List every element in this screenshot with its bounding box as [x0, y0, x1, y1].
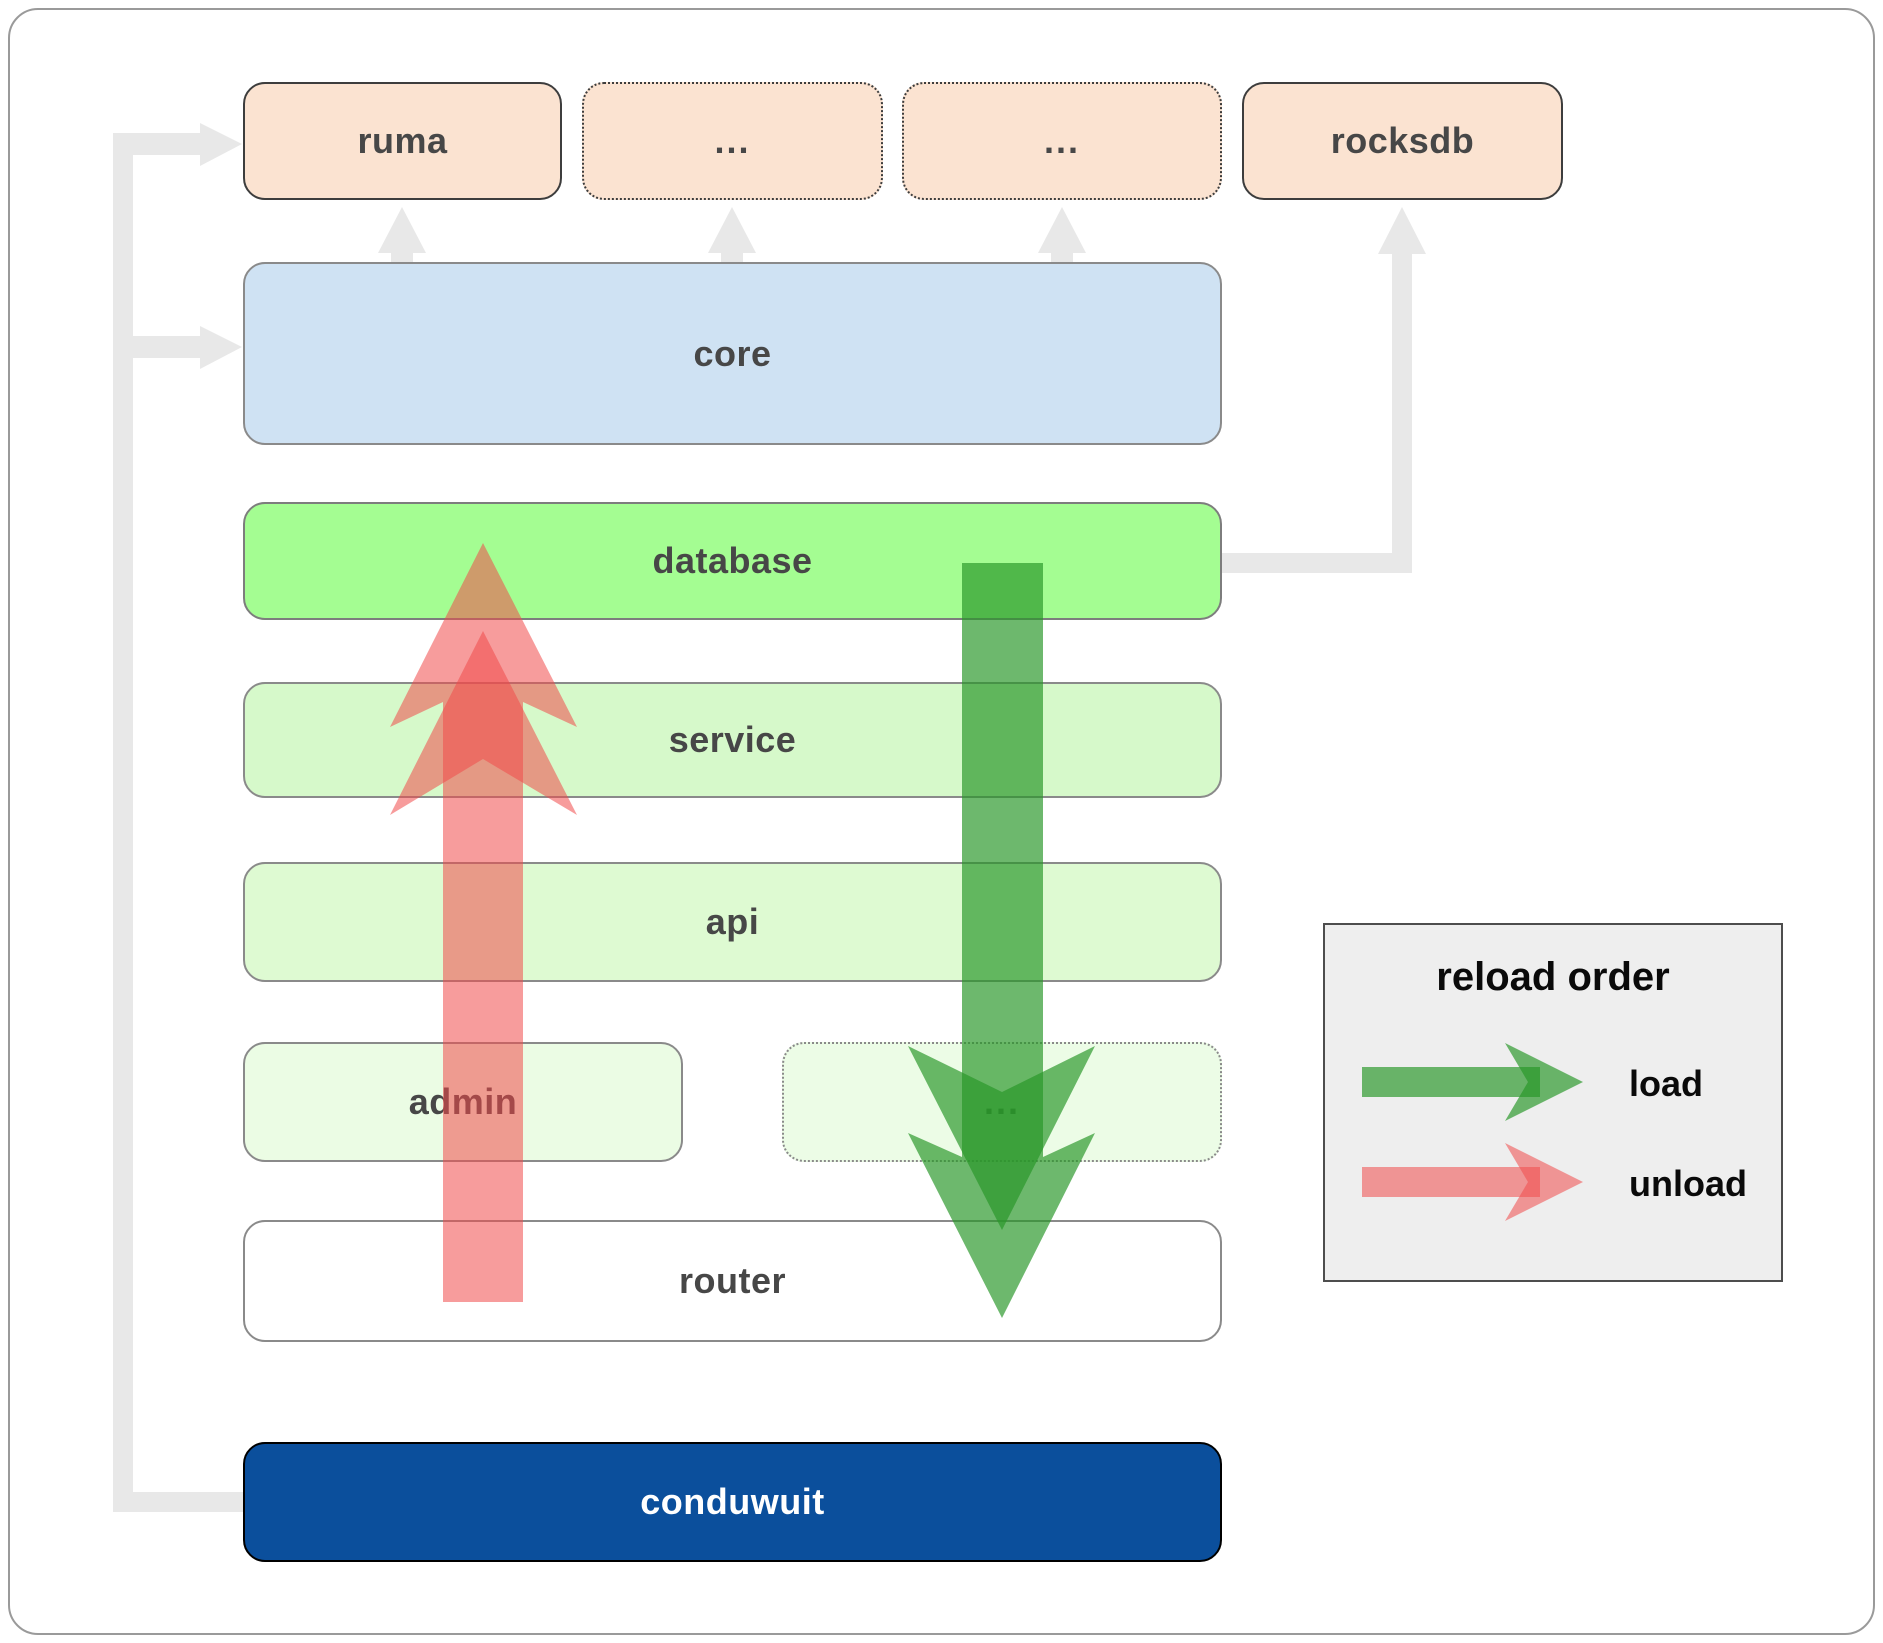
node-conduwuit-label: conduwuit: [640, 1481, 825, 1522]
node-admin-more-label: ...: [983, 1081, 1020, 1122]
node-more-2-label: ...: [1043, 120, 1080, 161]
node-database: database: [243, 502, 1222, 620]
legend-title: reload order: [1436, 955, 1670, 999]
node-service-label: service: [668, 719, 797, 760]
node-router: router: [243, 1220, 1222, 1342]
node-core: core: [243, 262, 1222, 445]
node-router-label: router: [678, 1260, 786, 1301]
node-conduwuit: conduwuit: [243, 1442, 1222, 1562]
node-admin-more: ...: [782, 1042, 1222, 1162]
node-rocksdb: rocksdb: [1242, 82, 1563, 200]
node-service: service: [243, 682, 1222, 798]
legend-load-label: load: [1629, 1063, 1704, 1104]
node-api: api: [243, 862, 1222, 982]
node-database-label: database: [652, 540, 813, 581]
node-admin-label: admin: [408, 1081, 518, 1122]
node-dependency-more-1: ...: [582, 82, 883, 200]
node-ruma: ruma: [243, 82, 562, 200]
node-rocksdb-label: rocksdb: [1330, 120, 1475, 161]
node-admin: admin: [243, 1042, 683, 1162]
node-core-label: core: [693, 332, 772, 374]
node-api-label: api: [705, 901, 760, 942]
legend-reload-order: reload order load unload: [1323, 923, 1783, 1282]
node-dependency-more-2: ...: [902, 82, 1222, 200]
node-ruma-label: ruma: [357, 120, 448, 161]
diagram-outer-frame: [8, 8, 1875, 1635]
node-more-1-label: ...: [714, 120, 751, 161]
legend-unload-label: unload: [1629, 1163, 1747, 1204]
